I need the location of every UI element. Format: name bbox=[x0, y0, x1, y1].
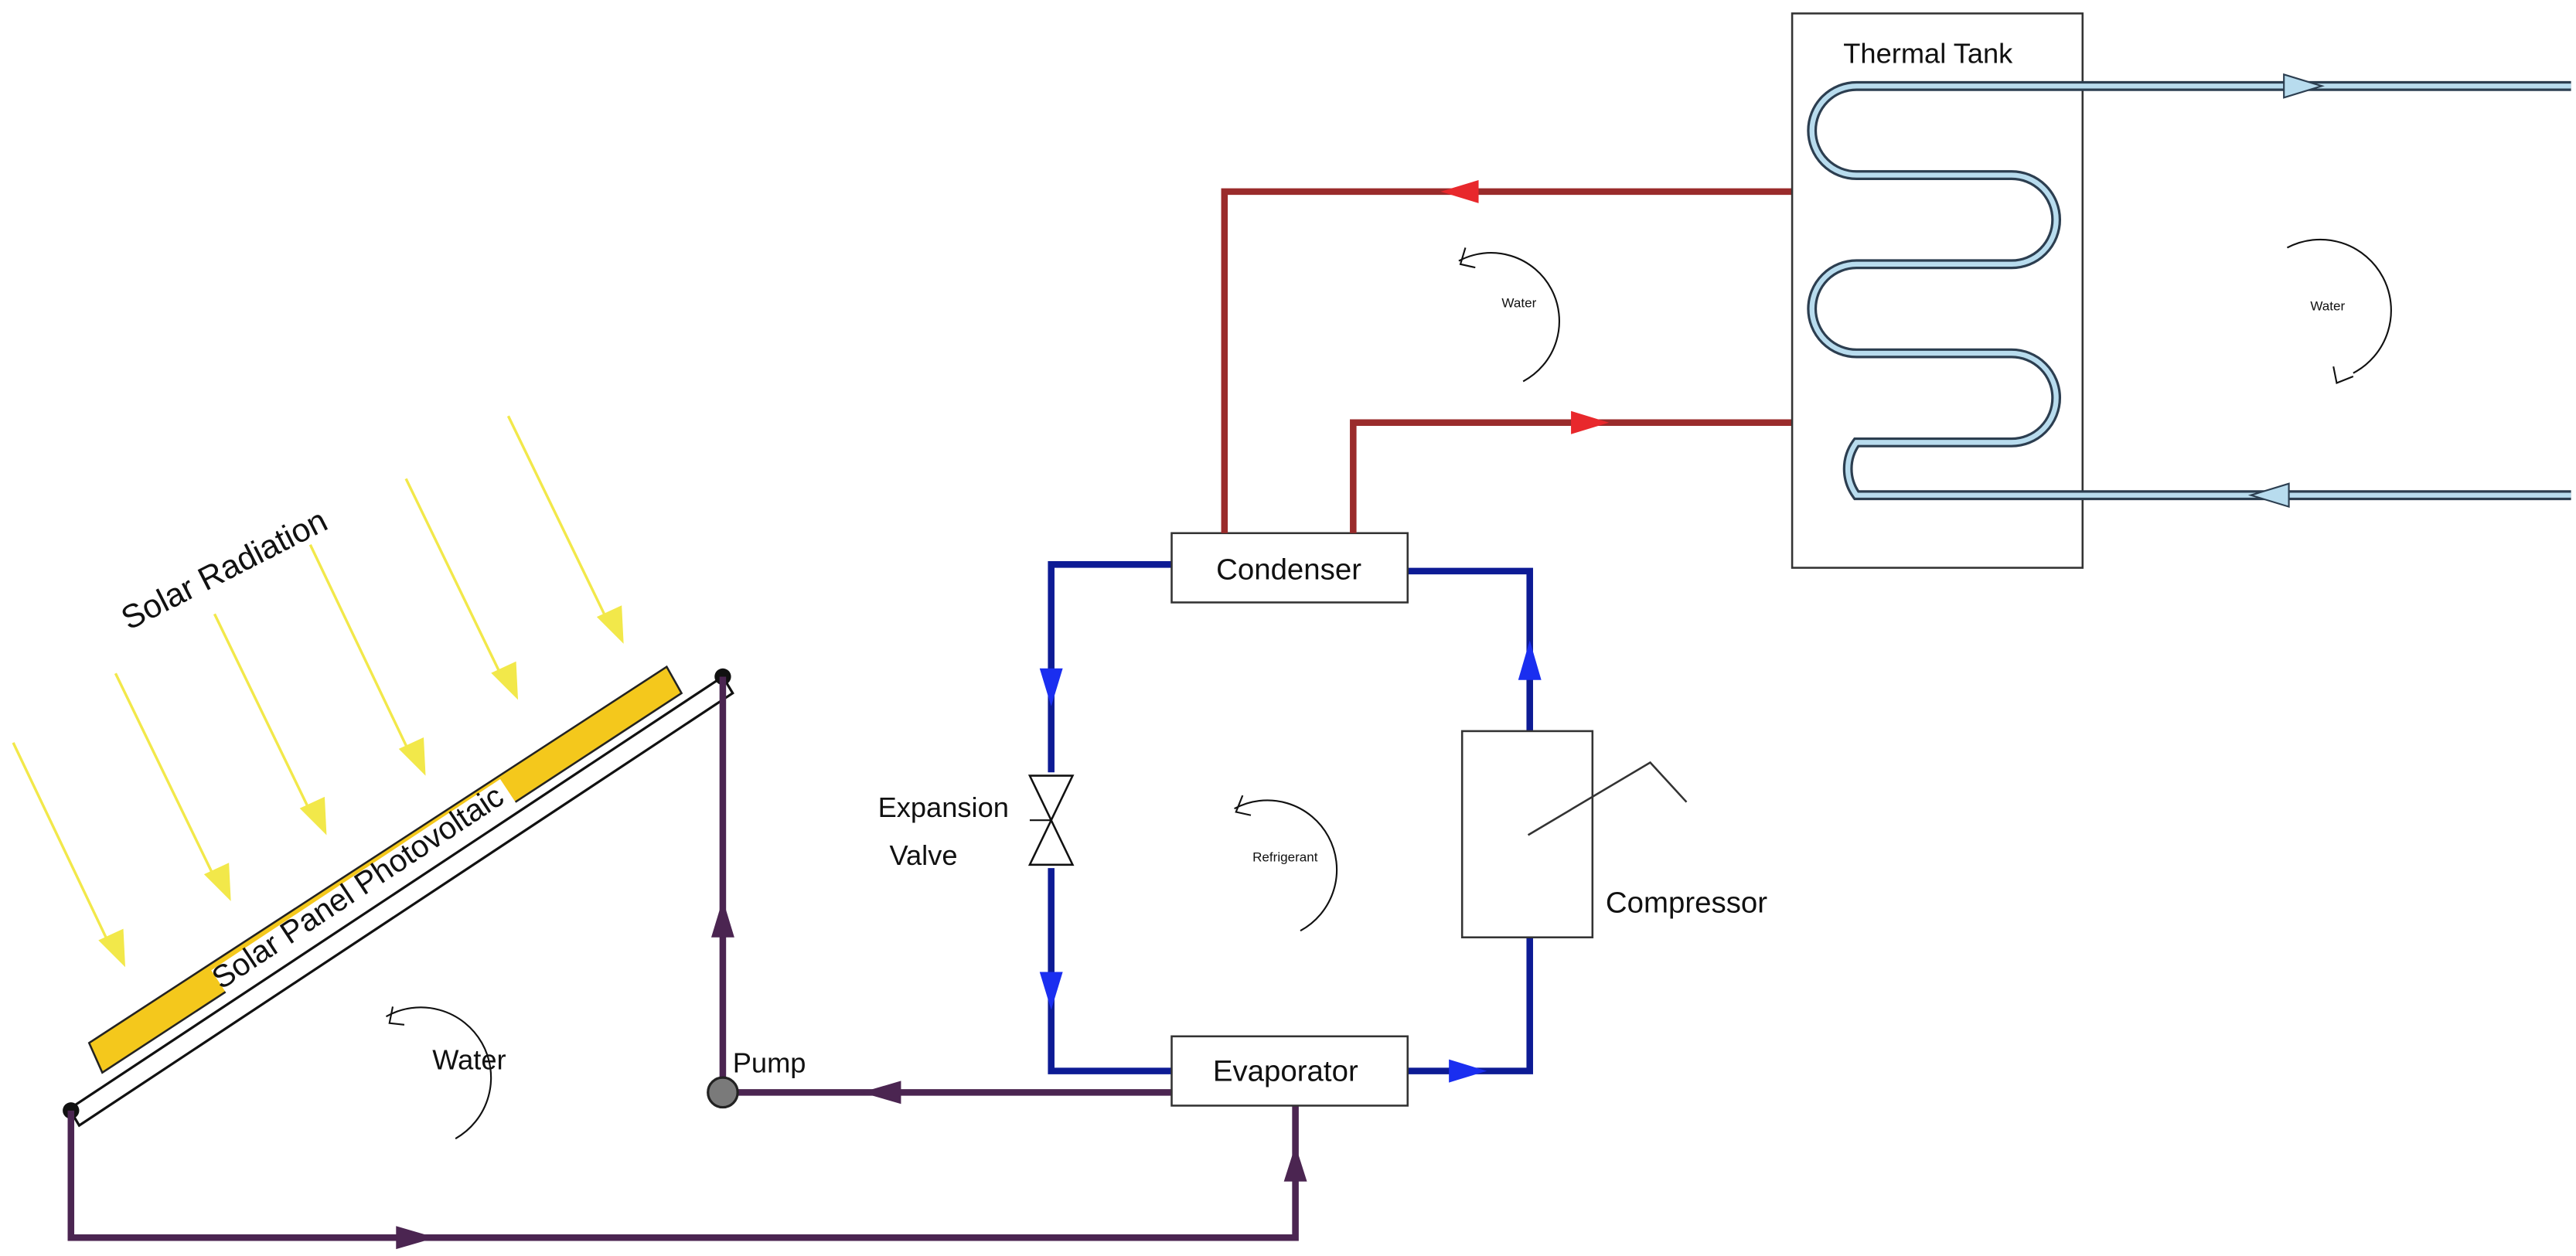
panel-loop-arrows bbox=[396, 899, 1307, 1250]
cold-water-arrows bbox=[2247, 73, 2325, 509]
arrow-down-left-upper bbox=[1039, 668, 1063, 706]
solar-ray-3 bbox=[213, 613, 327, 836]
refrigerant-label: Refrigerant bbox=[1252, 850, 1318, 865]
arrow-down-left-lower bbox=[1039, 972, 1063, 1010]
expansion-valve-label-1: Expansion bbox=[878, 791, 1009, 823]
solar-panel-frame bbox=[67, 675, 734, 1128]
solar-ray-1 bbox=[12, 742, 126, 968]
hot-water-arrows bbox=[1440, 179, 1610, 434]
compressor-icon bbox=[1527, 761, 1688, 836]
condenser-to-valve-pipe bbox=[1048, 561, 1172, 773]
pump-label: Pump bbox=[733, 1047, 806, 1079]
panel-water-circulation: Water bbox=[385, 1006, 506, 1140]
arrow-right-bottom bbox=[396, 1226, 436, 1250]
valve-to-evaporator-pipe bbox=[1048, 868, 1172, 1074]
arrow-up-evaporator bbox=[1283, 1145, 1307, 1182]
refrigerant-loop bbox=[1048, 561, 1533, 1074]
arrow-up-panel bbox=[710, 899, 734, 938]
hot-water-loop bbox=[1221, 188, 1793, 533]
solar-panel-label: Solar Panel Photovoltaic bbox=[206, 778, 510, 996]
condenser: Condenser bbox=[1170, 532, 1409, 604]
tank-coil-inner bbox=[1809, 83, 2571, 498]
solar-ray-4 bbox=[308, 543, 426, 776]
arrow-right-bottom-ref bbox=[1449, 1059, 1487, 1083]
evaporator: Evaporator bbox=[1170, 1035, 1409, 1107]
evaporator-label: Evaporator bbox=[1213, 1054, 1358, 1088]
expansion-valve-label-2: Valve bbox=[890, 839, 958, 871]
thermal-tank-label: Thermal Tank bbox=[1843, 37, 2013, 69]
thermal-tank: Thermal Tank Water bbox=[1791, 12, 2571, 569]
compressor: Compressor bbox=[1460, 730, 1767, 939]
thermal-tank-box bbox=[1791, 12, 2084, 569]
evaporator-to-compressor-pipe bbox=[1407, 937, 1533, 1074]
panel-bottom-return-pipe bbox=[67, 1102, 1299, 1241]
compressor-label: Compressor bbox=[1606, 887, 1767, 920]
evaporator-box bbox=[1170, 1035, 1409, 1107]
pump: Pump bbox=[707, 1047, 806, 1109]
solar-rays bbox=[12, 415, 624, 968]
condenser-to-tank-return-pipe bbox=[1221, 188, 1793, 533]
arrow-in-left bbox=[2247, 482, 2290, 509]
compressor-box bbox=[1460, 730, 1594, 939]
condenser-box bbox=[1170, 532, 1409, 604]
arrow-out-right bbox=[2283, 73, 2325, 99]
solar-ray-5 bbox=[404, 478, 519, 700]
condenser-label: Condenser bbox=[1216, 553, 1361, 587]
panel-water-label: Water bbox=[432, 1043, 506, 1075]
solar-ray-2 bbox=[114, 672, 231, 901]
solar-radiation-label: Solar Radiation bbox=[115, 502, 333, 637]
condenser-water-label: Water bbox=[1501, 295, 1536, 310]
compressor-to-condenser-pipe bbox=[1407, 567, 1533, 731]
arrow-left-red bbox=[1440, 179, 1479, 203]
solar-ray-6 bbox=[506, 415, 624, 644]
expansion-valve: Expansion Valve bbox=[878, 774, 1075, 871]
condenser-water-circulation: Water bbox=[1458, 247, 1560, 383]
condenser-to-tank-supply-pipe bbox=[1350, 419, 1793, 533]
refrigerant-arrows bbox=[1039, 640, 1542, 1083]
solar-panel: Solar Panel Photovoltaic bbox=[63, 665, 734, 1128]
pump-icon bbox=[707, 1076, 739, 1109]
tank-water-label: Water bbox=[2310, 299, 2345, 314]
arrow-up-right bbox=[1518, 640, 1542, 680]
refrigerant-circulation: Refrigerant bbox=[1234, 795, 1338, 932]
arrow-left-pump bbox=[861, 1081, 901, 1105]
arrow-right-red bbox=[1571, 410, 1610, 434]
